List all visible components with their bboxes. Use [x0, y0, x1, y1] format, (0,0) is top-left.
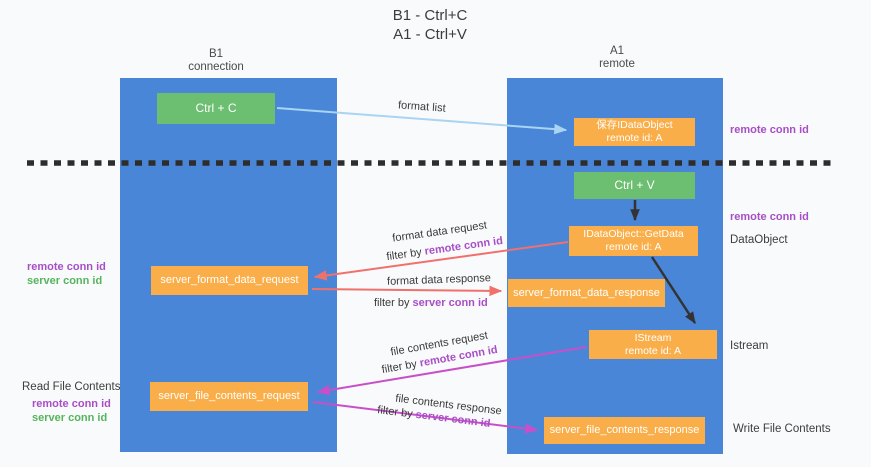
left-server-conn-id-label-2: server conn id: [32, 412, 108, 424]
node-server-file-contents-request: server_file_contents_request: [150, 382, 308, 411]
right-remote-conn-id-label-mid: remote conn id: [730, 211, 809, 223]
right-column-role: remote: [599, 58, 635, 70]
istream-label: Istream: [730, 340, 769, 352]
arrow-format-data-request: [313, 241, 569, 281]
arrow-file-contents-request: [316, 346, 587, 396]
arrow-file-contents-response: [312, 401, 539, 434]
node-ctrl-v-label: Ctrl + V: [614, 178, 655, 192]
node-istream-line2: remote id: A: [624, 344, 682, 357]
left-column-role: connection: [188, 61, 244, 73]
node-idataobject-getdata: IDataObject::GetData remote id: A: [569, 226, 698, 256]
right-column-header: A1 remote: [547, 45, 687, 71]
filter-by-text: filter by: [374, 297, 410, 309]
server-conn-id-text: server conn id: [412, 297, 488, 309]
arrow-format-list: [276, 107, 568, 135]
left-column-header: B1 connection: [146, 48, 286, 74]
node-save-idataobject-line2: remote id: A: [606, 132, 663, 144]
left-remote-conn-id-label-2: remote conn id: [32, 398, 111, 410]
write-file-contents-label: Write File Contents: [733, 423, 831, 435]
node-server-format-data-request: server_format_data_request: [151, 266, 308, 295]
title-line-1: B1 - Ctrl+C: [392, 7, 468, 24]
node-server-format-data-response-label: server_format_data_response: [513, 286, 660, 299]
node-istream: IStream remote id: A: [589, 330, 717, 359]
label-filter-by-server-1: filter by server conn id: [374, 297, 488, 309]
node-server-format-data-response: server_format_data_response: [508, 279, 665, 307]
dataobject-label: DataObject: [730, 234, 788, 246]
read-file-contents-label: Read File Contents: [22, 381, 121, 393]
left-server-conn-id-label: server conn id: [27, 275, 103, 287]
node-idataobject-getdata-line2: remote id: A: [605, 241, 662, 253]
node-ctrl-c-label: Ctrl + C: [195, 101, 237, 115]
node-server-file-contents-request-label: server_file_contents_request: [158, 390, 300, 402]
node-save-idataobject-line1: 保存IDataObject: [596, 119, 673, 131]
arrow-format-data-response: [311, 285, 503, 297]
arrow-getdata-to-istream: [650, 256, 697, 325]
page-title: B1 - Ctrl+C A1 - Ctrl+V: [330, 6, 530, 44]
right-remote-conn-id-label-top: remote conn id: [730, 124, 809, 136]
node-save-idataobject: 保存IDataObject remote id: A: [574, 118, 695, 146]
left-column-name: B1: [208, 48, 224, 60]
title-line-2: A1 - Ctrl+V: [393, 26, 467, 43]
node-ctrl-c: Ctrl + C: [157, 93, 275, 124]
right-column-name: A1: [609, 45, 625, 57]
node-server-format-data-request-label: server_format_data_request: [160, 274, 299, 286]
node-server-file-contents-response-label: server_file_contents_response: [549, 424, 700, 436]
node-server-file-contents-response: server_file_contents_response: [544, 417, 705, 444]
node-idataobject-getdata-line1: IDataObject::GetData: [583, 228, 684, 240]
node-istream-line1: IStream: [634, 331, 672, 344]
left-remote-conn-id-label: remote conn id: [27, 261, 106, 273]
node-ctrl-v: Ctrl + V: [574, 172, 695, 199]
